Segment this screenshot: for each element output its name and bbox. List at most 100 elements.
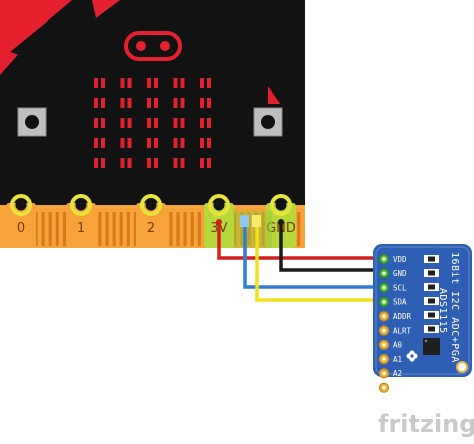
microbit-corner-accent	[10, 0, 84, 55]
led-0-4	[200, 78, 204, 88]
ads1115-pin-hole	[382, 271, 386, 275]
ads1115-title: 16Bit I2C ADC+PGA	[449, 252, 460, 363]
pin-pad-2[interactable]: 2	[136, 194, 166, 248]
ads1115-chip	[423, 338, 440, 355]
pin-ring	[208, 194, 230, 216]
led-0-0	[94, 78, 98, 88]
led-0-2-pair	[154, 78, 158, 88]
ads1115-pin-alrt[interactable]: ALRT	[378, 325, 412, 336]
ads1115-pin-a2[interactable]: A2	[378, 368, 402, 379]
edge-finger	[105, 212, 109, 246]
ads1115-pin-a0[interactable]: A0	[378, 339, 403, 350]
led-1-4-pair	[207, 98, 211, 108]
button-a[interactable]	[17, 107, 47, 137]
wire-end-sda	[252, 215, 261, 227]
led-4-4	[200, 158, 204, 168]
ads1115-pin-sda[interactable]: SDA	[378, 296, 407, 308]
ads1115-pin-hole	[382, 371, 386, 376]
led-4-3-pair	[180, 158, 185, 168]
ads1115-pin-hole	[382, 314, 386, 318]
edge-finger	[176, 212, 180, 246]
led-2-1-pair	[127, 118, 132, 128]
ads1115-components	[424, 255, 439, 333]
led-1-0	[94, 98, 98, 108]
pin-hole	[145, 199, 157, 211]
fritzing-watermark: fritzing	[378, 410, 474, 438]
ads1115-pin-hole	[382, 386, 386, 390]
led-3-4	[200, 138, 204, 148]
ads1115-pin-label: A3	[393, 384, 402, 393]
ads1115-pin-label: SCL	[393, 283, 407, 292]
led-2-2	[147, 118, 151, 128]
ads1115-pin-a3[interactable]: A3	[378, 382, 402, 393]
led-3-3	[173, 138, 178, 148]
ads1115-pin-scl[interactable]: SCL	[378, 282, 407, 293]
mounting-hole	[456, 361, 468, 373]
led-1-2-pair	[154, 98, 158, 108]
pin-ring	[70, 194, 92, 216]
pin-pad-0[interactable]: 0	[6, 194, 36, 248]
led-2-3-pair	[180, 118, 185, 128]
microbit-corner-accent	[0, 0, 72, 62]
led-4-2-pair	[154, 158, 158, 168]
ads1115-pin-vdd[interactable]: VDD	[378, 253, 407, 265]
ads1115-pin-gnd[interactable]: GND	[378, 268, 407, 279]
led-2-3	[173, 118, 178, 128]
ads1115-pin-label: GND	[393, 269, 407, 278]
led-3-0	[94, 138, 98, 148]
ads1115-pin-label: A1	[393, 355, 402, 364]
pin-pad-1[interactable]: 1	[66, 194, 96, 248]
led-3-3-pair	[180, 138, 185, 148]
smd-resistor-body	[428, 312, 435, 318]
ads1115-pin-hole	[382, 357, 386, 361]
led-1-2	[147, 98, 151, 108]
led-1-1-pair	[127, 98, 132, 108]
led-0-1-pair	[127, 78, 132, 88]
pin-label-2: 2	[147, 221, 155, 236]
wire-scl	[243, 225, 384, 289]
led-1-1	[120, 98, 125, 108]
edge-finger	[190, 212, 194, 246]
edge-finger	[41, 212, 45, 246]
smd-resistor-body	[428, 270, 435, 276]
wire-power	[217, 220, 384, 260]
smd-resistor-body	[428, 256, 435, 262]
smd-resistor-body	[428, 284, 435, 290]
button-b-arrow-icon	[268, 86, 280, 104]
ads1115-pin-hole	[382, 328, 386, 333]
smd-resistor-body	[428, 298, 435, 304]
ads1115-board	[373, 244, 472, 377]
led-2-4	[200, 118, 204, 128]
led-2-4-pair	[207, 118, 211, 128]
wire-sda	[255, 225, 384, 302]
ads1115-pin-addr[interactable]: ADDR	[378, 311, 412, 322]
ads1115-pin-label: A0	[393, 341, 403, 350]
wire-end-power	[216, 219, 222, 225]
ads1115-pin-label: A2	[393, 369, 402, 378]
pin-hole	[275, 199, 287, 211]
edge-finger	[133, 212, 137, 246]
ads1115-pin-label: SDA	[393, 298, 407, 307]
microbit-logo	[124, 31, 182, 61]
led-3-2-pair	[154, 138, 158, 148]
led-4-1-pair	[127, 158, 132, 168]
ads1115-pin-hole	[382, 300, 386, 304]
pin-label-0: 0	[17, 221, 25, 236]
edge-finger	[126, 212, 130, 246]
ads1115-pin-a1[interactable]: A1	[378, 354, 402, 365]
pin-hole	[75, 199, 87, 211]
led-4-0	[94, 158, 98, 168]
led-2-0-pair	[101, 118, 105, 128]
edge-finger	[98, 212, 102, 246]
led-1-0-pair	[101, 98, 105, 108]
led-4-2	[147, 158, 151, 168]
button-b[interactable]	[253, 86, 283, 137]
led-0-2	[147, 78, 151, 88]
led-4-4-pair	[207, 158, 211, 168]
led-4-1	[120, 158, 125, 168]
pin-pad-body	[6, 203, 36, 248]
led-1-3	[173, 98, 178, 108]
edge-finger	[119, 212, 123, 246]
